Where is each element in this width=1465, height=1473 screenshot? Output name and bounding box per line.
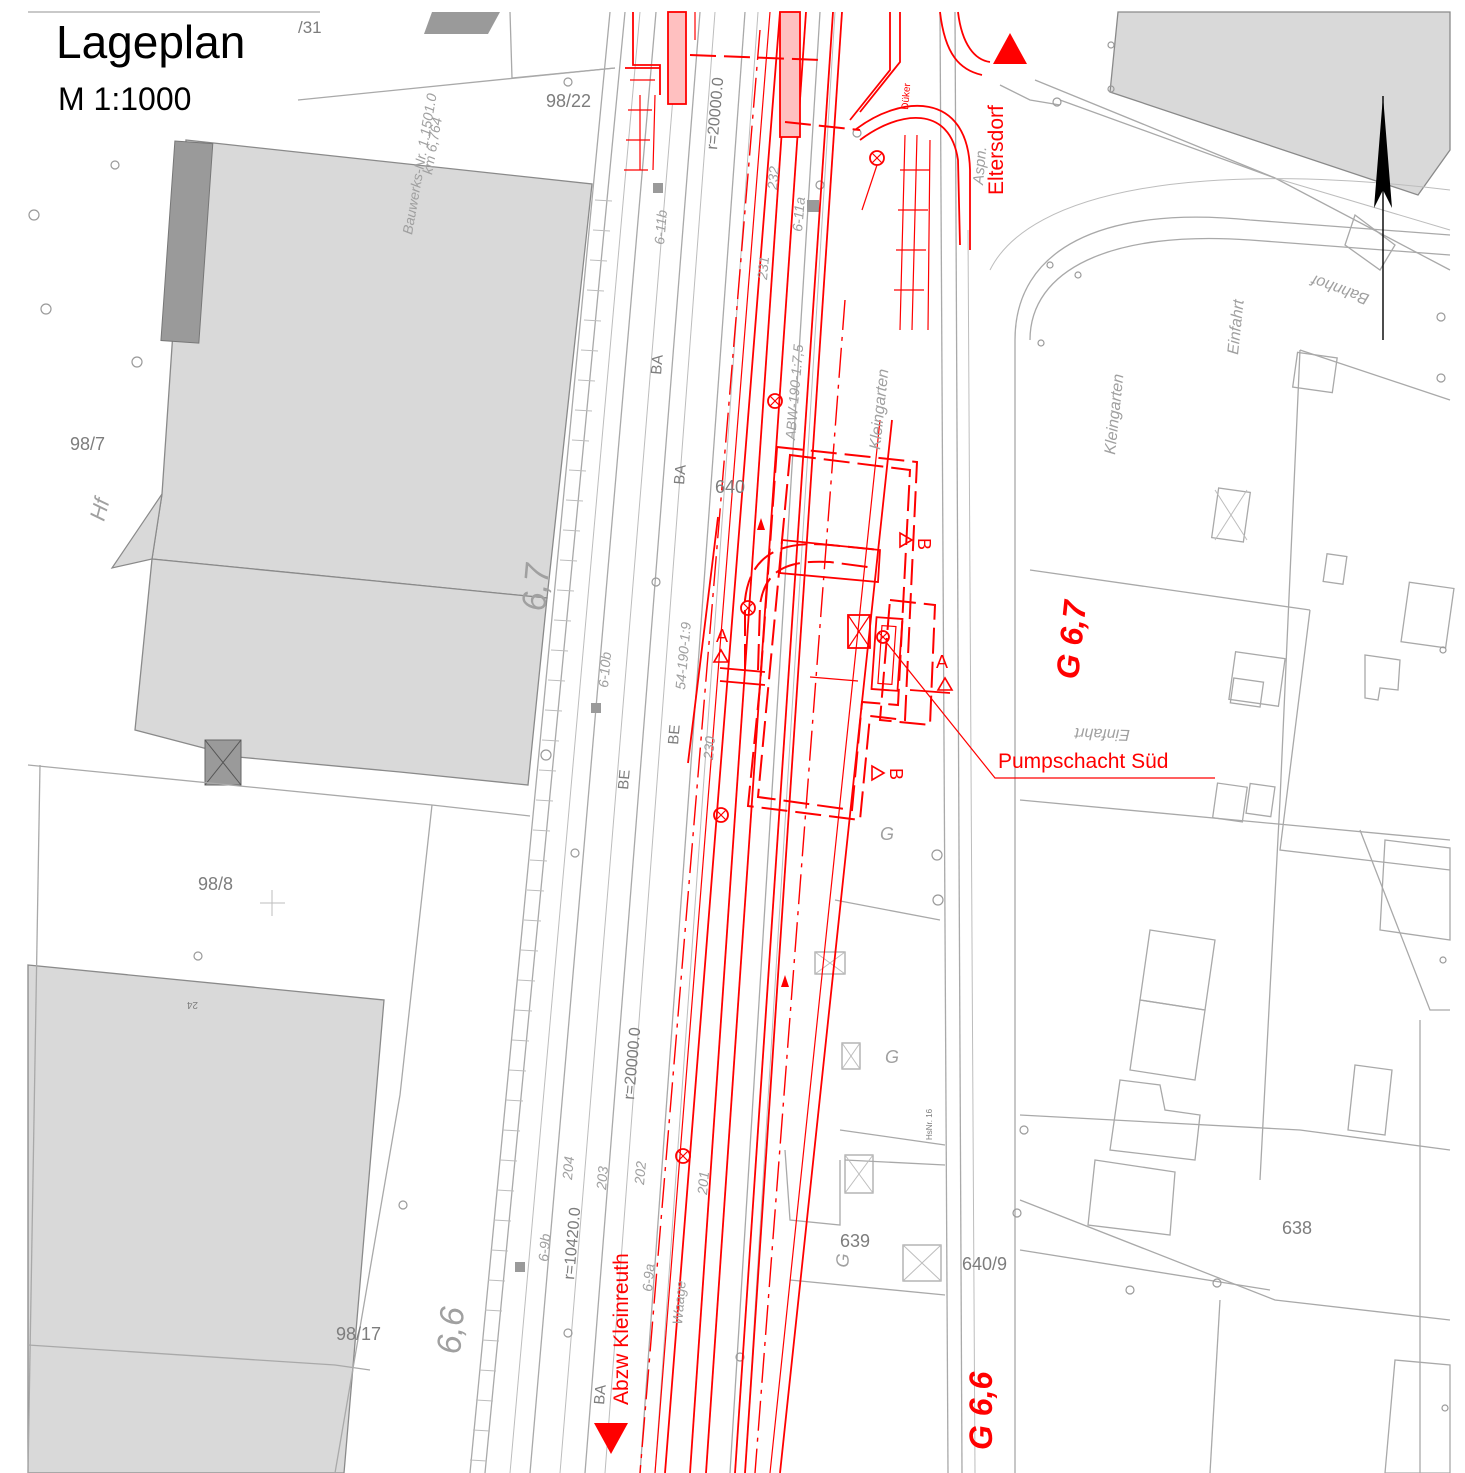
- parcel-98-22: 98/22: [546, 91, 591, 111]
- right-plots: [989, 79, 1455, 1473]
- track-231: 231: [754, 256, 772, 282]
- track-232: 232: [764, 165, 782, 191]
- track-6-11a: 6-11a: [789, 196, 808, 232]
- track-6-11b: 6-11b: [651, 209, 670, 245]
- track-6-9b: 6-9b: [535, 1233, 553, 1263]
- section-b-bottom-label: B: [886, 768, 906, 780]
- eltersdorf-label: Eltersdorf: [985, 105, 1008, 195]
- km-label-6-7: 6,7: [515, 561, 557, 612]
- track-204: 204: [559, 1155, 577, 1181]
- g-label-1: G: [880, 824, 894, 844]
- building-98-7: [151, 139, 593, 599]
- building-dark-wall: [160, 140, 214, 344]
- pumpschacht-label: Pumpschacht Süd: [998, 750, 1168, 773]
- ba-label-1: BA: [648, 354, 667, 375]
- construction-pit: [719, 445, 951, 822]
- abzw-kleinreuth-label: Abzw Kleinreuth: [610, 1253, 633, 1405]
- be-label-2: BE: [615, 769, 634, 790]
- parcel-98-7: 98/7: [70, 434, 105, 454]
- bahnhof-label: Bahnhof: [1308, 270, 1371, 307]
- einfahrt-label-2: Einfahrt: [1074, 724, 1130, 743]
- g-label-3: G: [832, 1253, 853, 1269]
- base-map: [27, 11, 1455, 1473]
- parcel-640: 640: [715, 477, 745, 497]
- hf-label: Hf: [85, 493, 116, 524]
- aspn-label: Aspn.: [970, 146, 990, 187]
- radius-label-top: r=20000.0: [704, 77, 727, 151]
- radius-label-10420: r=10420.0: [561, 1207, 584, 1281]
- section-a-left-marker: [712, 648, 730, 663]
- building-top-right: [1109, 11, 1451, 196]
- section-a-left-label: A: [716, 626, 728, 646]
- number-24: 24: [186, 999, 198, 1010]
- ba-label-2: BA: [671, 464, 690, 485]
- parcel-98-17: 98/17: [336, 1324, 381, 1344]
- track-201: 201: [694, 1171, 712, 1197]
- slope-label-1: 54-190-1:9: [672, 621, 694, 690]
- gradient-label-6-7: G 6,7: [1049, 597, 1093, 681]
- waage-label: Waage: [669, 1280, 689, 1326]
- gradient-label-6-6: G 6,6: [963, 1372, 999, 1450]
- track-202: 202: [631, 1160, 649, 1186]
- parcel-638: 638: [1282, 1218, 1312, 1238]
- planning-layer: [594, 11, 1215, 1473]
- kleingarten-label-2: Kleingarten: [867, 368, 892, 450]
- middle-strip: [784, 899, 946, 1296]
- direction-arrow-kleinreuth: [594, 1423, 628, 1454]
- parcel-640-9: 640/9: [962, 1254, 1007, 1274]
- building-98-7-annex: [134, 558, 548, 786]
- track-6-10b: 6-10b: [595, 651, 614, 688]
- km-label-6-6: 6,6: [430, 1305, 472, 1355]
- manhole-symbols: [675, 393, 890, 1164]
- section-a-right-label: A: [936, 652, 948, 672]
- radius-label-mid: r=20000.0: [621, 1027, 644, 1101]
- slope-label-2: ABW-190-1:7,5: [782, 344, 806, 442]
- building-top-fragment: [424, 12, 500, 34]
- ba-label-3: BA: [591, 1384, 610, 1405]
- marker-square: [653, 183, 663, 193]
- parcel-98-8: 98/8: [198, 874, 233, 894]
- kleingarten-label-1: Kleingarten: [1102, 373, 1127, 455]
- survey-markers: [28, 41, 1449, 1412]
- building-wedge: [110, 493, 163, 569]
- g-label-2: G: [885, 1047, 899, 1067]
- section-a-right-marker: [936, 676, 954, 691]
- track-6-9a: 6-9a: [639, 1263, 657, 1293]
- plan-title: Lageplan: [56, 16, 245, 68]
- house-number: HsNr. 16: [925, 1108, 934, 1140]
- pumpschacht-leader: [885, 641, 1215, 779]
- north-arrow: [1374, 96, 1392, 340]
- be-label-1: BE: [665, 724, 684, 745]
- railway-corridor: [469, 11, 1016, 1473]
- direction-arrow-eltersdorf: [993, 33, 1027, 64]
- einfahrt-label-1: Einfahrt: [1225, 298, 1248, 355]
- section-b-top-marker: [899, 531, 914, 549]
- building-98-8: [27, 964, 385, 1473]
- section-b-bottom-marker: [871, 764, 886, 782]
- plan-scale: M 1:1000: [58, 81, 191, 117]
- parcel-31: /31: [298, 18, 322, 37]
- track-230: 230: [700, 735, 718, 761]
- section-b-top-label: B: [914, 538, 934, 550]
- parcel-639: 639: [840, 1231, 870, 1251]
- duker-label: Düker: [900, 82, 913, 110]
- track-203: 203: [593, 1165, 611, 1191]
